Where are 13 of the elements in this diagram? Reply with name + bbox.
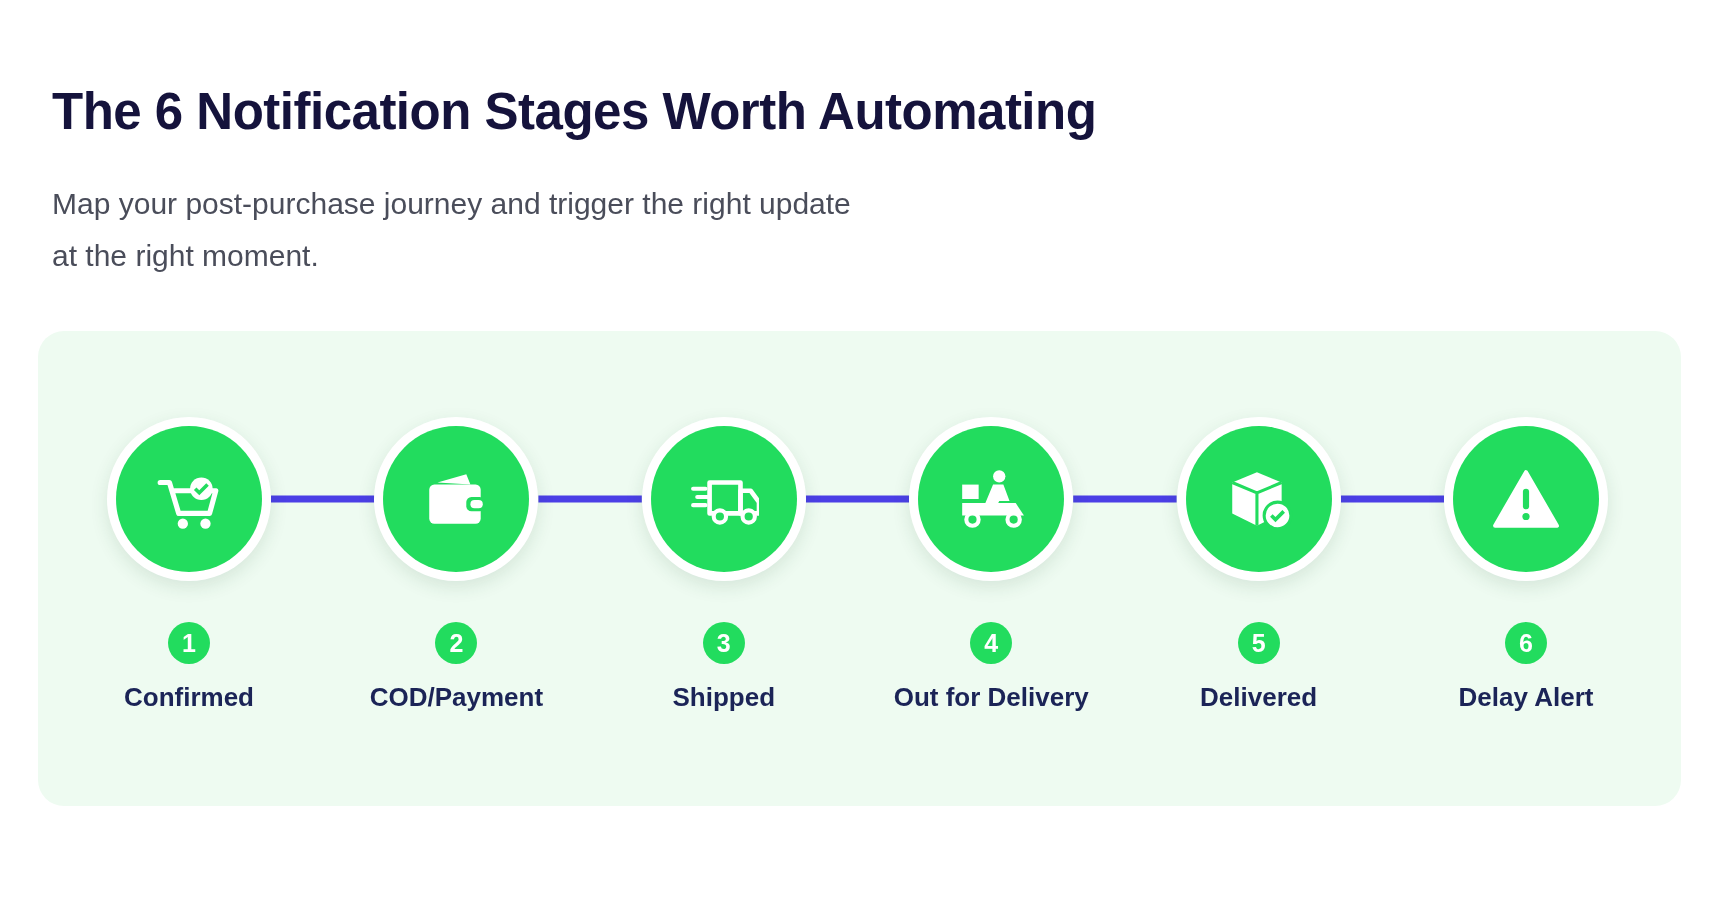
connector-line xyxy=(1340,495,1444,503)
connector-line xyxy=(271,495,375,503)
connector-line xyxy=(805,495,910,503)
title: The 6 Notification Stages Worth Automating xyxy=(52,82,1097,141)
stage-label: Shipped xyxy=(671,682,777,713)
stage-label: Delivered xyxy=(1199,682,1319,713)
stage-label: COD/Payment xyxy=(368,682,545,713)
stage-label: Delay Alert xyxy=(1457,682,1595,713)
connector-line xyxy=(538,495,642,503)
stage-label: Out for Delivery xyxy=(892,682,1090,713)
stage-label: Confirmed xyxy=(123,682,255,713)
connector-line xyxy=(1073,495,1177,503)
subtitle: Map your post-purchase journey and trigger the right update at the right moment. xyxy=(52,186,852,274)
